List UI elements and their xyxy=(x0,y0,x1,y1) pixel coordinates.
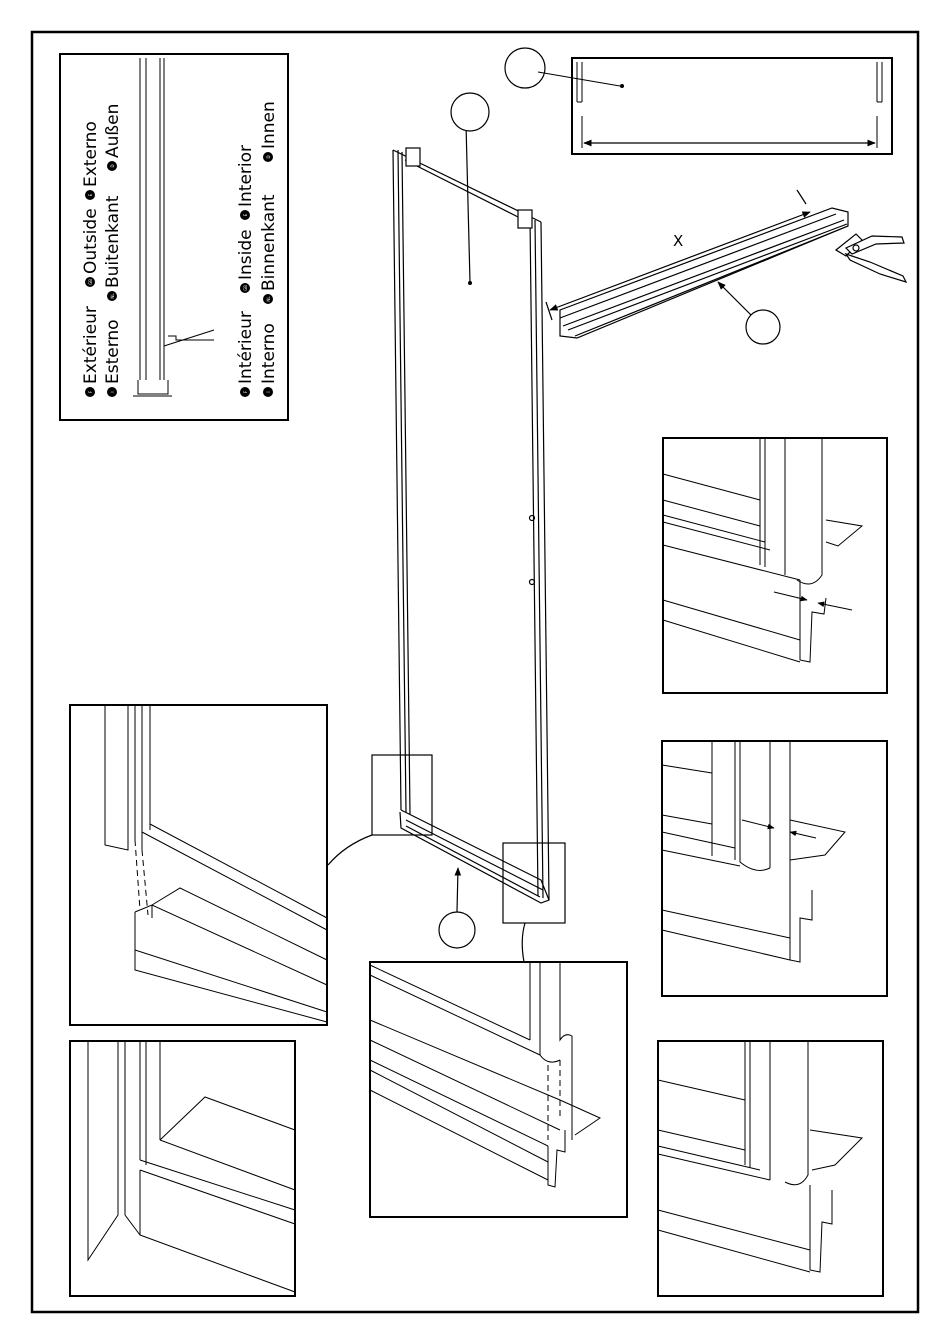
lang-badge-d: D xyxy=(110,164,115,167)
legend-text-externo: Externo xyxy=(81,121,101,187)
lang-badge-i: I xyxy=(110,391,115,392)
legend-text-innen: Innen xyxy=(259,101,279,149)
legend-outside-row-2: I Esterno NL Buitenkant D Außen xyxy=(103,104,123,397)
shower-door-panel xyxy=(328,93,565,962)
legend-text-interno: Interno xyxy=(259,323,279,384)
callout-circle-icon xyxy=(505,48,545,88)
legend-text-outside: Outside xyxy=(81,208,101,274)
callout-circle-icon xyxy=(746,310,780,344)
lang-badge-gb: GB xyxy=(243,285,248,291)
callout-circle-icon xyxy=(439,912,475,948)
lang-badge-nl: NL xyxy=(266,296,271,302)
detail-view-gap-check-2 xyxy=(662,741,887,996)
legend-text-buitenkant: Buitenkant xyxy=(103,195,123,288)
lang-badge-i: I xyxy=(266,391,271,392)
legend-inside-row-2: I Interno NL Binnenkant D Innen xyxy=(259,101,279,397)
lang-badge-nl: NL xyxy=(110,293,115,299)
detail-view-gap-check-1 xyxy=(663,438,887,693)
legend-text-inside: Inside xyxy=(236,229,256,280)
legend-outside-row-1: F Extérieur GB Outside E Externo xyxy=(81,121,101,397)
lang-badge-d: D xyxy=(266,155,271,158)
cut-length-label: X xyxy=(673,232,683,250)
legend-text-exterieur: Extérieur xyxy=(81,306,101,384)
legend-text-binnenkant: Binnenkant xyxy=(259,194,279,291)
legend-text-interior: Interior xyxy=(236,145,256,207)
pliers-icon xyxy=(836,234,906,282)
legend-inside-row-1: F Intérieur GB Inside E Interior xyxy=(236,145,256,397)
detail-view-left-fitting xyxy=(70,705,327,1025)
glass-panel-reference xyxy=(505,48,892,154)
lang-badge-gb: GB xyxy=(88,279,93,285)
orientation-legend: F Extérieur GB Outside E Externo I Ester… xyxy=(60,54,288,420)
detail-view-assembled-corner xyxy=(658,1041,883,1296)
legend-text-esterno: Esterno xyxy=(103,319,123,384)
legend-text-interieur: Intérieur xyxy=(236,311,256,384)
detail-view-profile-fitting xyxy=(370,962,627,1217)
legend-text-aussen: Außen xyxy=(103,104,123,158)
detail-view-left-assembled xyxy=(70,1041,295,1296)
sealing-profile-cut-diagram: X xyxy=(546,190,848,344)
callout-circle-icon xyxy=(451,93,489,131)
